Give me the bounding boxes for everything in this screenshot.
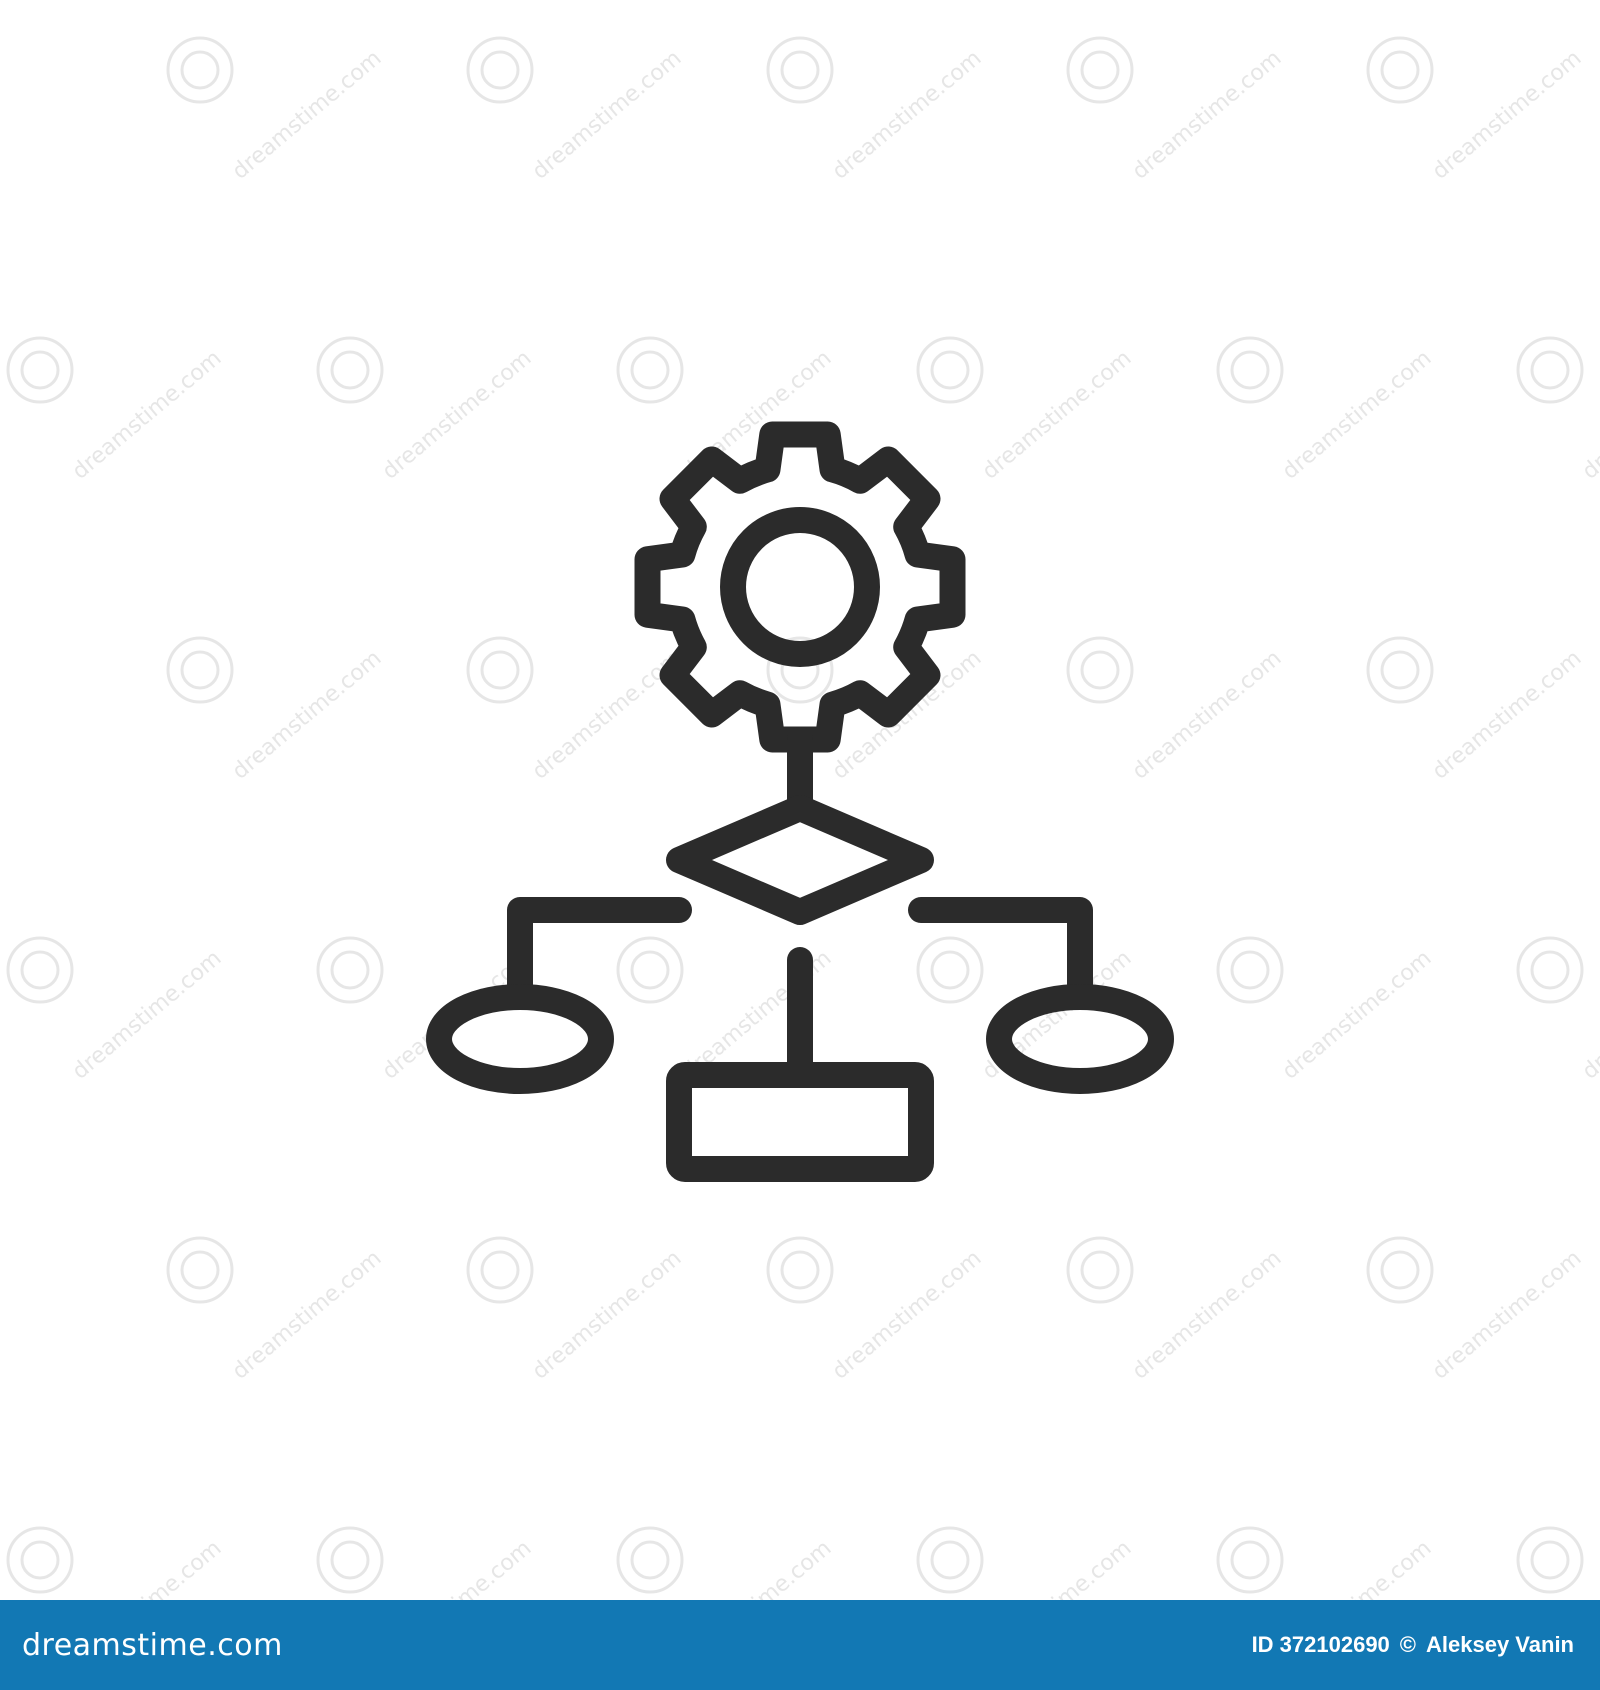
connector-right-branch [908,897,1093,998]
left-terminator-ellipse-icon [426,984,614,1094]
process-rectangle-icon [666,1062,934,1182]
author-name[interactable]: Aleksey Vanin [1426,1632,1574,1657]
right-terminator-ellipse-icon [986,984,1174,1094]
gear-icon [634,421,966,753]
workflow-gear-icon [426,421,1174,1182]
image-id: ID 372102690 [1251,1632,1390,1657]
gear-hub-icon [720,507,880,667]
footer-bar: dreamstime.com ID 372102690 © Aleksey Va… [0,1600,1600,1690]
footer-credit: ID 372102690 © Aleksey Vanin [1252,1632,1574,1658]
copyright-icon: © [1399,1632,1417,1657]
decision-diamond-icon [666,795,934,925]
footer-logo[interactable]: dreamstime.com [22,1627,283,1663]
connector-left-branch [507,897,692,998]
